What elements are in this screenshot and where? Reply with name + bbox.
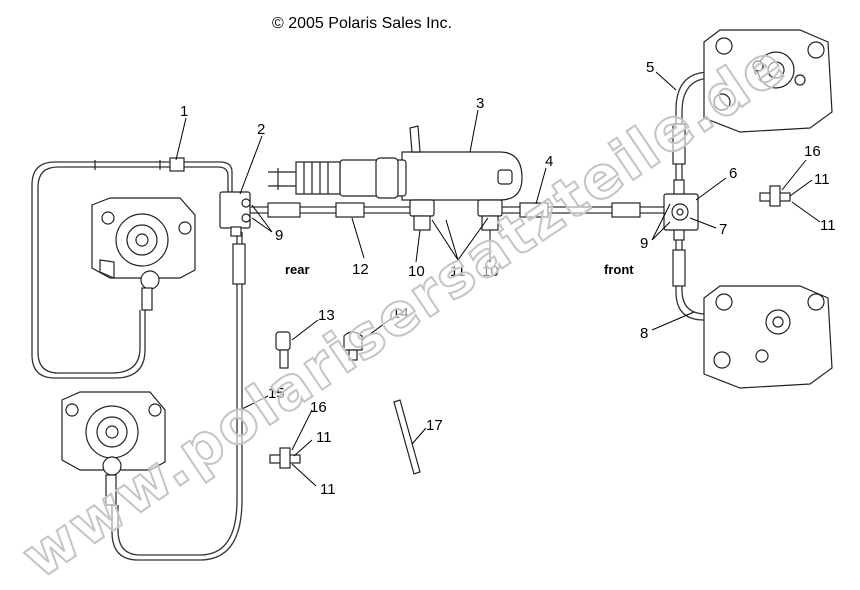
callout-8: 8: [640, 325, 648, 342]
callout-17: 17: [426, 417, 443, 434]
callout-9-rear: 9: [275, 227, 283, 244]
front-label: front: [604, 262, 634, 277]
callout-16-front: 16: [804, 143, 821, 160]
callout-11-front-top: 11: [814, 171, 830, 188]
cable-tie-17: [393, 399, 421, 475]
rear-label: rear: [285, 262, 310, 277]
line-fitting: [232, 243, 246, 285]
callout-11-mc: 11: [450, 263, 466, 280]
leader-lines: [175, 71, 821, 487]
copyright-text: © 2005 Polaris Sales Inc.: [272, 15, 452, 32]
callout-4: 4: [545, 153, 553, 170]
callout-7: 7: [719, 221, 727, 238]
rear-caliper-upper: [91, 197, 196, 311]
clip-14: [343, 331, 363, 361]
callout-10-left: 10: [408, 263, 425, 280]
banjo-bolt-icon: [241, 213, 251, 223]
callout-6: 6: [729, 165, 737, 182]
callout-3: 3: [476, 95, 484, 112]
callout-1: 1: [180, 103, 188, 120]
callout-15: 15: [268, 385, 285, 402]
callout-9-front: 9: [640, 235, 648, 252]
clip-13: [275, 331, 291, 369]
hose-clip-rear: [269, 447, 301, 469]
callout-11-rear-bottom: 11: [320, 481, 336, 498]
callout-2: 2: [257, 121, 265, 138]
callout-13: 13: [318, 307, 335, 324]
banjo-fittings: [409, 199, 503, 231]
master-cylinder: [268, 125, 523, 201]
brake-line-rear: [250, 202, 415, 218]
callout-11-front-bottom: 11: [820, 217, 836, 234]
rear-caliper-lower: [61, 391, 166, 506]
rear-junction-block: [219, 191, 251, 237]
callout-10-right: 10: [482, 263, 499, 280]
rear-long-brake-line: [111, 232, 246, 561]
callout-14: 14: [392, 305, 409, 322]
hose-clip-front: [759, 185, 791, 207]
callout-5: 5: [646, 59, 654, 76]
brake-line-front: [502, 202, 668, 218]
callouts: 1 2 3 4 5 6 7 8 9 9 10 10 11 12 13 14 15…: [180, 59, 836, 498]
rear-brake-hose: [31, 157, 233, 379]
front-caliper-upper: [703, 29, 833, 133]
callout-12: 12: [352, 261, 369, 278]
callout-16-rear: 16: [310, 399, 327, 416]
front-caliper-lower: [703, 285, 833, 389]
callout-11-rear-top: 11: [316, 429, 332, 446]
banjo-bolt-icon: [241, 198, 251, 208]
front-junction-block: [663, 179, 699, 241]
hose-fitting: [169, 157, 185, 172]
